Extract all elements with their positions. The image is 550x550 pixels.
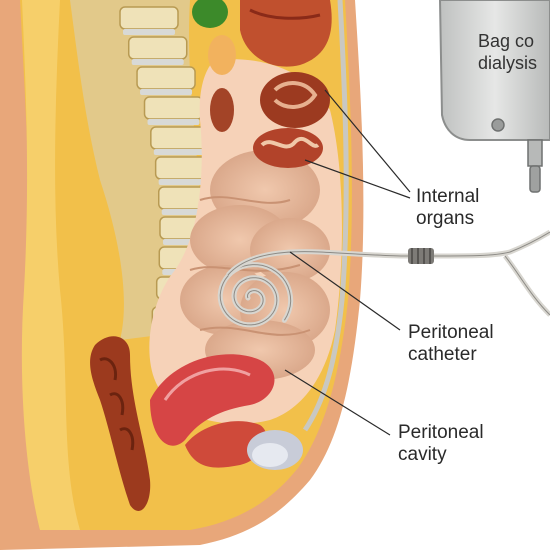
vertebra bbox=[127, 36, 188, 60]
peritoneal-cavity-label-line2: cavity bbox=[398, 444, 447, 465]
intervertebral-disc bbox=[140, 89, 193, 95]
peritoneal-catheter-label-line2: catheter bbox=[408, 344, 477, 365]
internal-organs-label-line1: Internal bbox=[416, 186, 480, 207]
internal-organs-label-line2: organs bbox=[416, 208, 475, 229]
intervertebral-disc bbox=[147, 119, 200, 125]
intervertebral-disc bbox=[158, 179, 211, 185]
pelvic-organs bbox=[90, 336, 303, 511]
tubing-to-bag bbox=[433, 229, 550, 259]
abdominal-wall-lining bbox=[302, 0, 349, 432]
vertebra bbox=[150, 126, 210, 150]
peritoneal-catheter-tube bbox=[217, 229, 550, 328]
bag-label-line2: dialysis bbox=[478, 53, 538, 73]
intervertebral-disc bbox=[153, 149, 206, 155]
bag-label-line1: Bag co bbox=[478, 31, 535, 51]
back-fat bbox=[21, 0, 81, 530]
catheter-connector bbox=[408, 248, 434, 264]
peritoneal-catheter-label-line1: Peritoneal bbox=[408, 322, 494, 343]
vertebra bbox=[143, 96, 204, 120]
leader-lines bbox=[284, 89, 411, 436]
intervertebral-disc bbox=[131, 59, 184, 65]
vertebra bbox=[136, 66, 196, 90]
vertebra bbox=[119, 6, 179, 30]
upper-organs bbox=[192, 0, 332, 168]
dialysis-bag bbox=[438, 0, 550, 193]
intervertebral-disc bbox=[123, 29, 175, 35]
peritoneal-cavity-label-line1: Peritoneal bbox=[398, 422, 484, 443]
